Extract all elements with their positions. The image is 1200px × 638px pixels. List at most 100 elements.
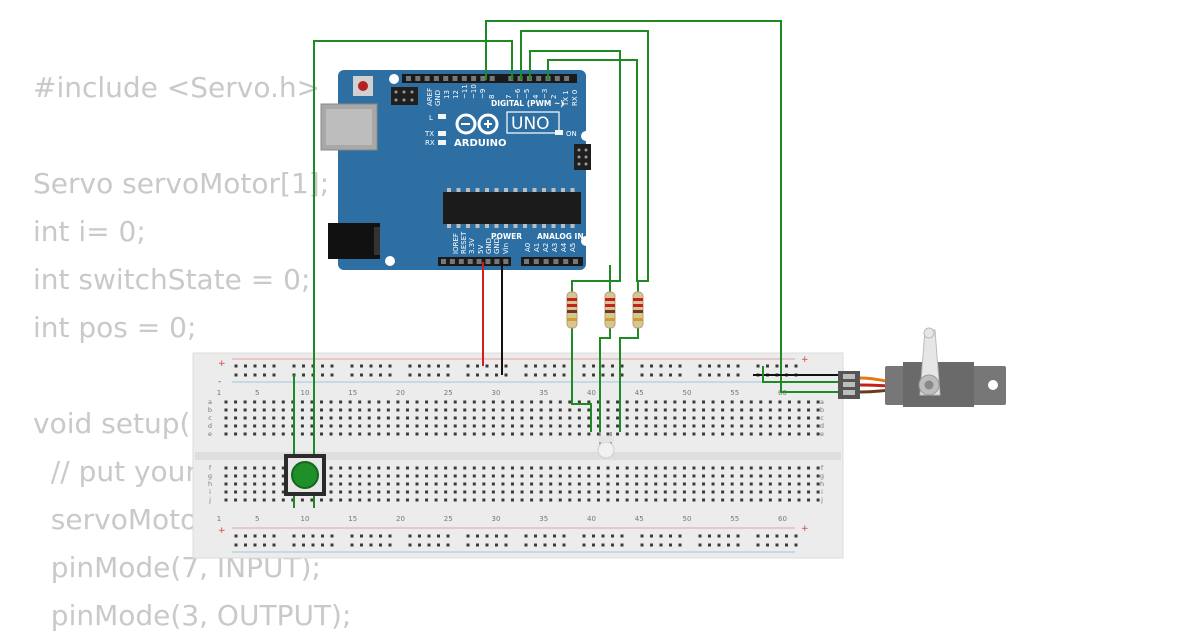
breadboard-hole[interactable] bbox=[797, 408, 801, 412]
breadboard-hole[interactable] bbox=[807, 432, 811, 436]
rail-hole[interactable] bbox=[582, 543, 586, 547]
rail-hole[interactable] bbox=[253, 543, 257, 547]
breadboard-hole[interactable] bbox=[272, 424, 276, 428]
rail-hole[interactable] bbox=[708, 543, 711, 547]
breadboard-hole[interactable] bbox=[300, 400, 304, 404]
breadboard-hole[interactable] bbox=[367, 474, 371, 478]
breadboard-hole[interactable] bbox=[377, 498, 381, 502]
breadboard-hole[interactable] bbox=[224, 400, 228, 404]
header-pin[interactable] bbox=[533, 259, 539, 264]
breadboard-hole[interactable] bbox=[320, 400, 323, 404]
rail-hole[interactable] bbox=[292, 534, 296, 538]
arduino-uno-board[interactable]: AREF GND 13 12 ~11 ~10 ~9 8 7 ~6 ~5 4 ~3… bbox=[320, 70, 591, 270]
breadboard-hole[interactable] bbox=[253, 400, 257, 404]
breadboard-hole[interactable] bbox=[663, 498, 667, 502]
breadboard-hole[interactable] bbox=[654, 498, 658, 502]
digital-header[interactable] bbox=[402, 74, 577, 83]
breadboard-hole[interactable] bbox=[224, 408, 228, 412]
breadboard-hole[interactable] bbox=[234, 474, 238, 478]
breadboard-hole[interactable] bbox=[511, 466, 514, 470]
breadboard-hole[interactable] bbox=[682, 466, 686, 470]
rail-hole[interactable] bbox=[785, 543, 788, 547]
breadboard-hole[interactable] bbox=[768, 482, 772, 486]
breadboard-hole[interactable] bbox=[358, 498, 362, 502]
rail-hole[interactable] bbox=[756, 364, 760, 368]
header-pin[interactable] bbox=[406, 76, 411, 81]
rail-hole[interactable] bbox=[302, 364, 305, 368]
breadboard-hole[interactable] bbox=[472, 482, 476, 486]
breadboard-hole[interactable] bbox=[702, 490, 705, 494]
breadboard-hole[interactable] bbox=[358, 424, 362, 428]
breadboard-hole[interactable] bbox=[291, 400, 295, 404]
led-icon[interactable] bbox=[597, 432, 615, 459]
breadboard-hole[interactable] bbox=[520, 498, 524, 502]
breadboard-hole[interactable] bbox=[778, 482, 782, 486]
breadboard-hole[interactable] bbox=[253, 466, 257, 470]
breadboard-hole[interactable] bbox=[367, 466, 371, 470]
rail-hole[interactable] bbox=[524, 534, 528, 538]
rail-hole[interactable] bbox=[601, 534, 605, 538]
header-pin[interactable] bbox=[554, 76, 560, 81]
breadboard-hole[interactable] bbox=[530, 490, 534, 494]
wire-pin6-resistor[interactable] bbox=[520, 30, 649, 292]
breadboard-hole[interactable] bbox=[539, 432, 543, 436]
rail-hole[interactable] bbox=[263, 534, 266, 538]
rail-hole[interactable] bbox=[736, 373, 740, 377]
breadboard-hole[interactable] bbox=[281, 482, 285, 486]
breadboard-hole[interactable] bbox=[730, 400, 734, 404]
rail-hole[interactable] bbox=[379, 364, 382, 368]
breadboard-hole[interactable] bbox=[635, 424, 639, 428]
breadboard-hole[interactable] bbox=[272, 408, 276, 412]
breadboard-hole[interactable] bbox=[329, 490, 333, 494]
breadboard-hole[interactable] bbox=[511, 498, 514, 502]
breadboard-hole[interactable] bbox=[787, 498, 791, 502]
breadboard-hole[interactable] bbox=[635, 400, 639, 404]
breadboard-hole[interactable] bbox=[682, 482, 686, 486]
rail-hole[interactable] bbox=[437, 364, 440, 368]
rail-hole[interactable] bbox=[650, 534, 653, 538]
breadboard-hole[interactable] bbox=[749, 498, 753, 502]
breadboard-hole[interactable] bbox=[453, 482, 457, 486]
breadboard-hole[interactable] bbox=[740, 490, 744, 494]
breadboard-hole[interactable] bbox=[549, 490, 553, 494]
breadboard-hole[interactable] bbox=[711, 424, 715, 428]
breadboard-hole[interactable] bbox=[243, 474, 247, 478]
breadboard-hole[interactable] bbox=[482, 416, 486, 420]
breadboard-hole[interactable] bbox=[816, 474, 820, 478]
breadboard-hole[interactable] bbox=[740, 474, 744, 478]
rail-hole[interactable] bbox=[360, 543, 363, 547]
breadboard-hole[interactable] bbox=[682, 424, 686, 428]
breadboard-hole[interactable] bbox=[253, 424, 257, 428]
header-pin[interactable] bbox=[503, 259, 509, 264]
rail-hole[interactable] bbox=[669, 364, 672, 368]
breadboard-hole[interactable] bbox=[482, 424, 486, 428]
breadboard-hole[interactable] bbox=[663, 466, 667, 470]
breadboard-hole[interactable] bbox=[663, 474, 667, 478]
breadboard-hole[interactable] bbox=[807, 424, 811, 428]
breadboard-hole[interactable] bbox=[396, 490, 400, 494]
breadboard-hole[interactable] bbox=[740, 482, 744, 486]
breadboard-hole[interactable] bbox=[520, 490, 524, 494]
breadboard-hole[interactable] bbox=[358, 482, 362, 486]
breadboard-hole[interactable] bbox=[530, 482, 534, 486]
breadboard-hole[interactable] bbox=[415, 432, 419, 436]
breadboard-hole[interactable] bbox=[272, 466, 276, 470]
breadboard-hole[interactable] bbox=[682, 498, 686, 502]
breadboard-hole[interactable] bbox=[243, 408, 247, 412]
breadboard-hole[interactable] bbox=[425, 424, 429, 428]
header-pin[interactable] bbox=[449, 259, 455, 264]
breadboard-hole[interactable] bbox=[740, 416, 744, 420]
breadboard-hole[interactable] bbox=[358, 400, 362, 404]
breadboard-hole[interactable] bbox=[807, 400, 811, 404]
breadboard-hole[interactable] bbox=[501, 416, 505, 420]
breadboard-hole[interactable] bbox=[262, 474, 266, 478]
breadboard-hole[interactable] bbox=[472, 466, 476, 470]
breadboard-hole[interactable] bbox=[482, 408, 486, 412]
breadboard-hole[interactable] bbox=[377, 416, 381, 420]
breadboard-hole[interactable] bbox=[415, 474, 419, 478]
header-pin[interactable] bbox=[433, 76, 439, 81]
breadboard-hole[interactable] bbox=[787, 466, 791, 470]
rail-hole[interactable] bbox=[785, 534, 788, 538]
breadboard-hole[interactable] bbox=[272, 490, 276, 494]
